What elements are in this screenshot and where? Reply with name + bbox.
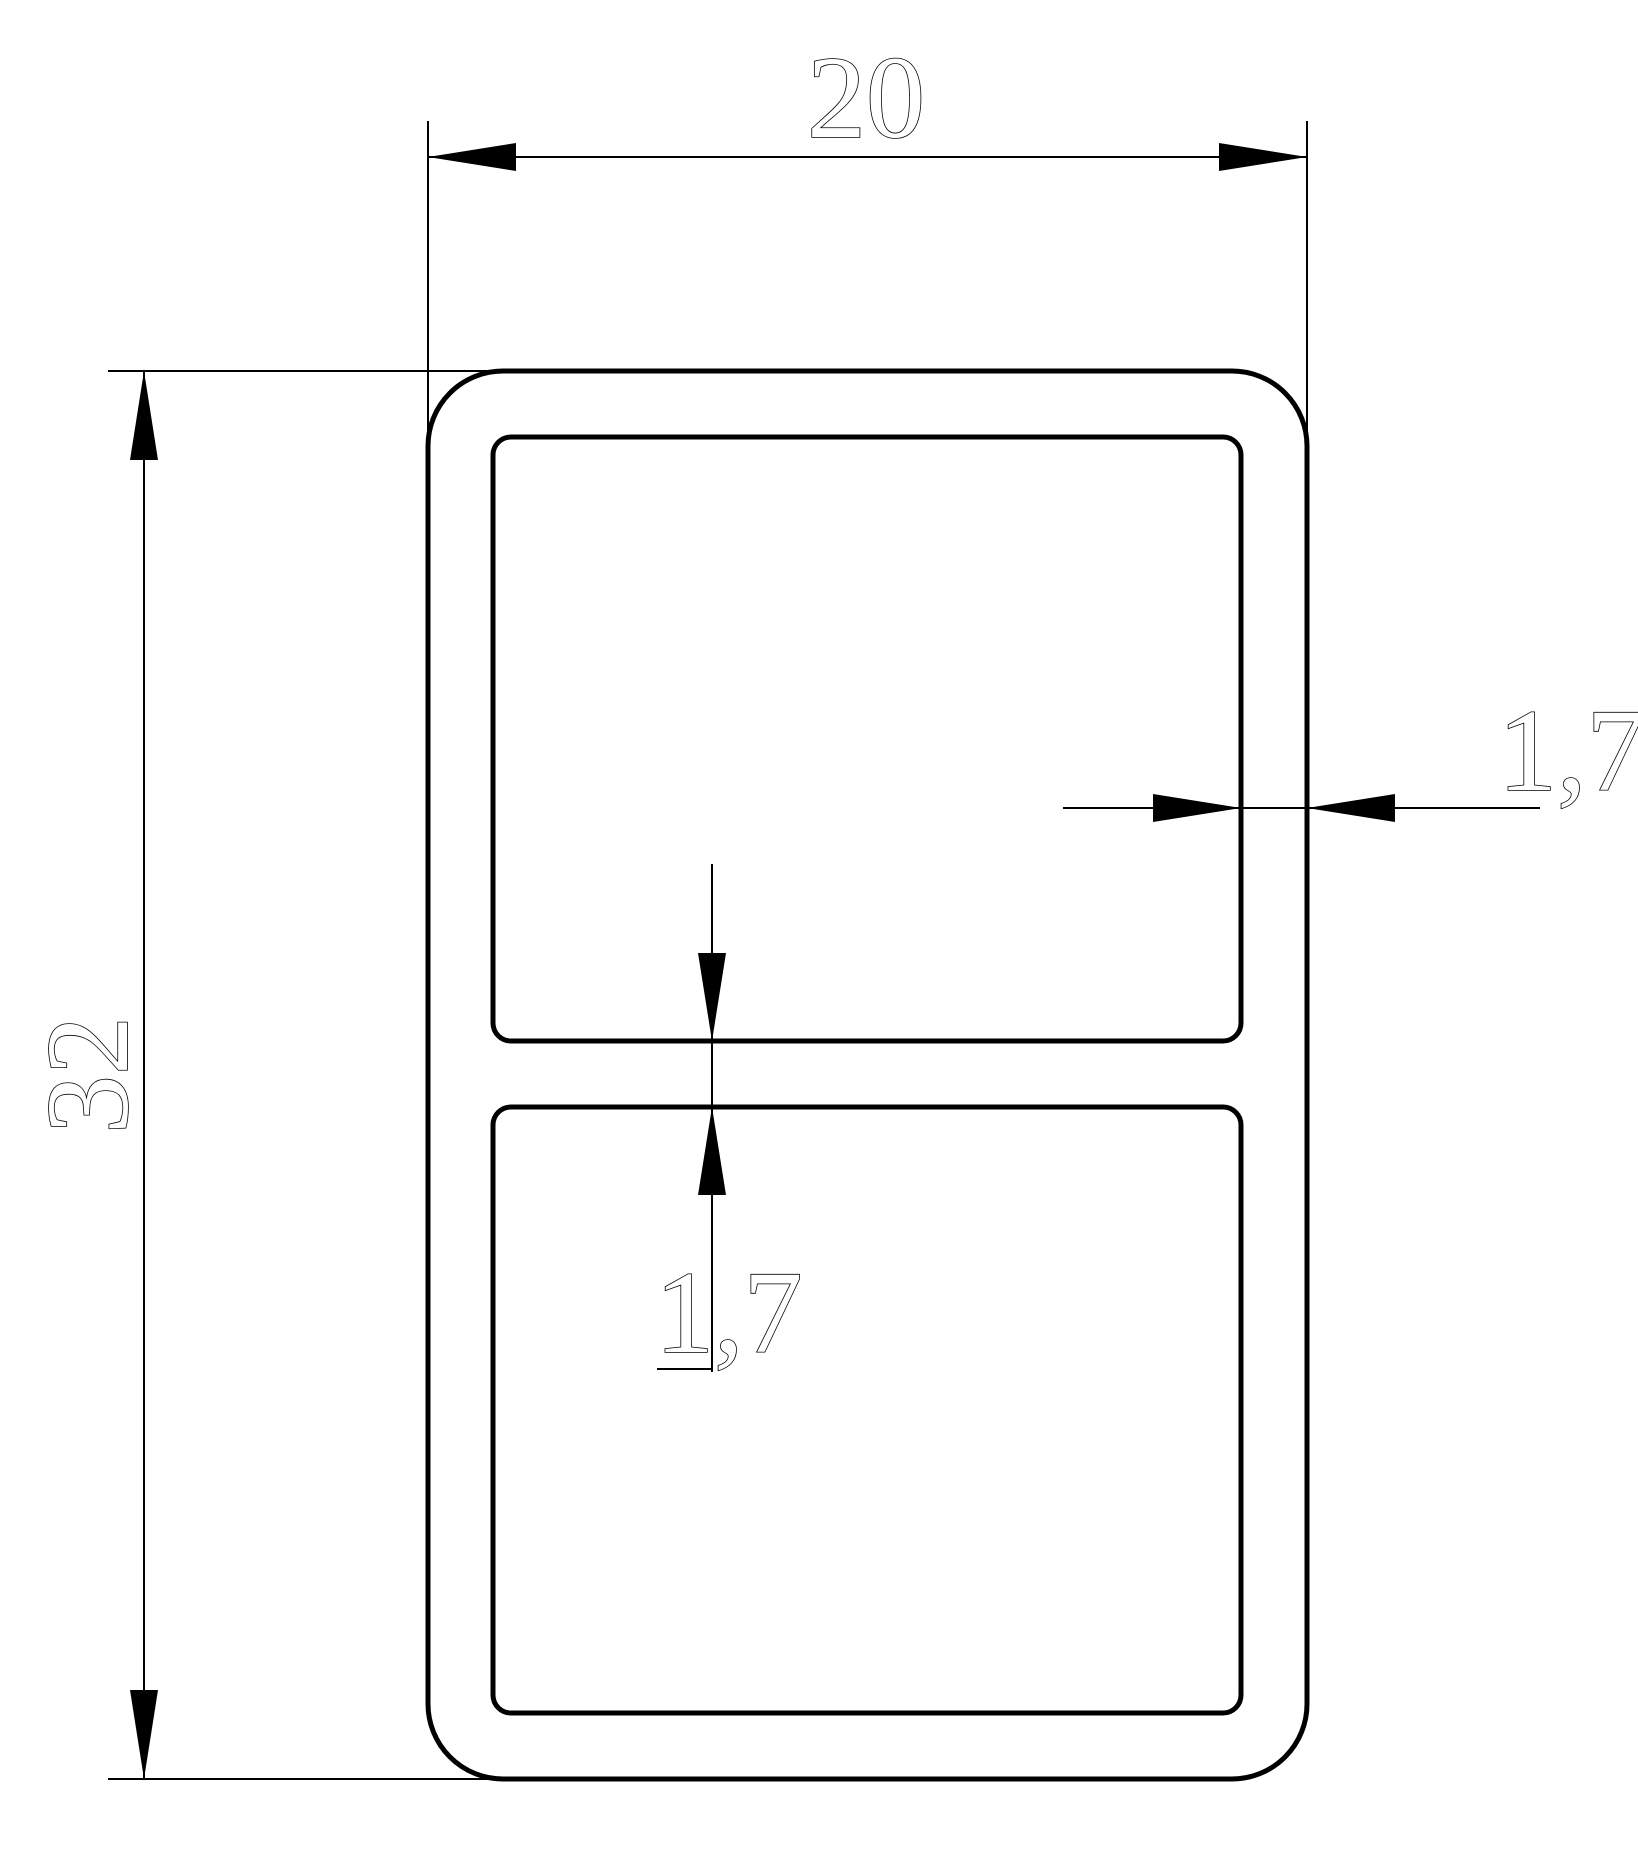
middle-wall-thickness-label: 1,7	[655, 1247, 803, 1378]
width-arrow-right	[1219, 143, 1307, 171]
height-arrow-bottom	[130, 1690, 158, 1779]
middle-wall-arrow-top	[698, 953, 726, 1041]
side-wall-arrow-left	[1153, 794, 1241, 822]
side-wall-thickness-dimension: 1,7	[1063, 684, 1638, 822]
outer-profile-outline	[425, 368, 1310, 1782]
width-dimension: 20	[427, 31, 1308, 468]
middle-wall-arrow-bottom	[698, 1107, 726, 1195]
width-dimension-label: 20	[807, 32, 925, 163]
lower-chamber-outline	[490, 1104, 1244, 1716]
width-arrow-left	[428, 143, 516, 171]
side-wall-thickness-label: 1,7	[1498, 685, 1638, 816]
side-wall-arrow-right	[1307, 794, 1395, 822]
middle-wall-thickness-dimension: 1,7	[654, 864, 803, 1379]
height-arrow-top	[130, 371, 158, 460]
height-dimension-label: 32	[22, 1016, 153, 1134]
upper-chamber-outline	[490, 434, 1244, 1044]
height-dimension: 32	[21, 370, 510, 1780]
